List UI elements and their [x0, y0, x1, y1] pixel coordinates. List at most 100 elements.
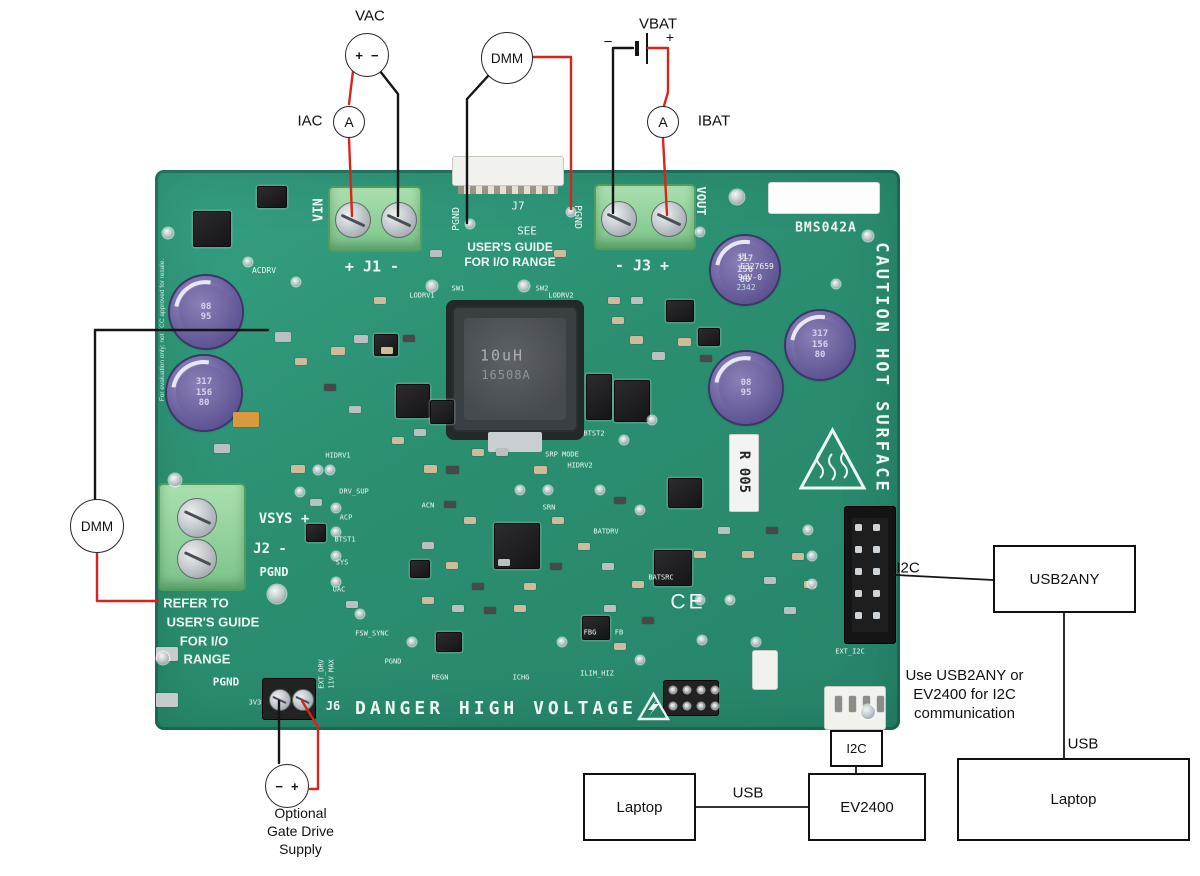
passive-component — [291, 465, 305, 473]
silkscreen-label: BATDRV — [593, 527, 619, 536]
passive-component — [275, 332, 291, 342]
test-point — [516, 486, 524, 494]
dmm-left-meter: DMM — [70, 499, 124, 553]
test-point — [698, 636, 706, 644]
passive-component — [677, 338, 691, 346]
ev2400-box: EV2400 — [808, 773, 926, 841]
gate-plus-sign: + — [291, 778, 299, 794]
silkscreen-label: SEE — [517, 224, 537, 238]
ic-chip — [698, 328, 720, 346]
test-point — [332, 552, 340, 560]
passive-component — [718, 526, 730, 534]
gate-drive-supply-source: − + — [265, 764, 309, 808]
capacitor-marking: 08 95 — [200, 301, 212, 322]
silkscreen-label: CE — [670, 590, 706, 614]
usb-right-label: USB — [1067, 735, 1099, 753]
iac-ammeter-letter: A — [344, 114, 354, 130]
gate-minus-sign: − — [275, 778, 283, 794]
note-line: Use USB2ANY or — [905, 667, 1024, 684]
passive-component — [422, 596, 434, 604]
ic-chip — [654, 550, 692, 586]
test-point — [752, 638, 760, 646]
silkscreen-label: FB — [614, 628, 624, 637]
silkscreen-label: SW2 — [535, 284, 549, 293]
passive-component — [346, 600, 358, 608]
silkscreen-label: 2342 — [736, 283, 756, 292]
test-point — [332, 528, 340, 536]
aux-connector — [752, 650, 778, 690]
test-point — [696, 228, 704, 236]
silkscreen-label: SW1 — [451, 284, 465, 293]
test-point — [636, 506, 644, 514]
ev2400-label: EV2400 — [840, 798, 894, 816]
passive-component — [792, 552, 804, 560]
passive-component — [392, 436, 404, 444]
silkscreen-label: SYS — [335, 558, 349, 567]
silkscreen-label: PGND — [572, 204, 583, 230]
gate-caption-line: Optional — [274, 805, 327, 821]
silkscreen-label: 11V MAX — [327, 659, 336, 689]
passive-component — [876, 696, 884, 712]
passive-component — [498, 558, 510, 566]
passive-component — [629, 336, 643, 344]
test-point — [157, 652, 169, 664]
test-point — [292, 278, 300, 286]
silkscreen-label: BMS042A — [795, 220, 857, 236]
passive-component — [514, 604, 526, 612]
test-point — [356, 610, 364, 618]
ic-chip — [396, 384, 430, 418]
silkscreen-label: PGND — [212, 675, 240, 689]
passive-component — [614, 496, 626, 504]
passive-component — [484, 606, 496, 614]
passive-component — [578, 542, 590, 550]
silkscreen-label: EXT_I2C — [835, 647, 865, 656]
ic-chip — [668, 478, 702, 508]
passive-component — [854, 611, 862, 619]
test-point — [169, 474, 181, 486]
j6-screw-left — [269, 689, 291, 711]
silkscreen-label: DANGER HIGH VOLTAGE — [355, 698, 637, 719]
silkscreen-label: USER'S GUIDE — [467, 240, 553, 254]
electrolytic-capacitor: 317 156 80 — [703, 228, 787, 312]
test-point — [808, 580, 816, 588]
i2c-line-label: I2C — [896, 559, 920, 577]
silkscreen-label: J2 - — [253, 541, 287, 557]
vac-minus-sign: − — [371, 47, 379, 63]
passive-component — [872, 523, 880, 531]
passive-component — [612, 316, 624, 324]
silkscreen-label: ICHG — [512, 673, 530, 682]
silkscreen-label: REGN — [431, 673, 449, 682]
passive-component — [423, 465, 437, 473]
passive-component — [445, 466, 459, 474]
passive-component — [233, 411, 259, 427]
passive-component — [604, 604, 616, 612]
passive-component — [872, 545, 880, 553]
passive-component — [642, 616, 654, 624]
passive-component — [464, 516, 476, 524]
laptop-right-label: Laptop — [1050, 791, 1097, 808]
test-point — [670, 687, 676, 693]
j1-screw-left — [335, 202, 371, 238]
shunt-resistor-r005 — [729, 434, 759, 512]
silkscreen-label: FOR I/O — [179, 633, 229, 649]
passive-component — [854, 523, 862, 531]
test-point — [567, 208, 575, 216]
passive-component — [854, 589, 862, 597]
silkscreen-label: E327659 — [740, 262, 774, 271]
electrolytic-capacitor: 317 156 80 — [778, 303, 862, 387]
passive-component — [742, 550, 754, 558]
test-point — [696, 596, 704, 604]
test-point — [244, 258, 252, 266]
test-point — [163, 228, 173, 238]
silkscreen-label: J6 — [325, 699, 341, 713]
test-point — [726, 596, 734, 604]
blank-label-sticker — [768, 182, 880, 214]
passive-component — [834, 696, 842, 712]
test-point — [808, 552, 816, 560]
ic-chip — [257, 186, 287, 208]
silkscreen-label: + J1 - — [344, 257, 400, 276]
wire-dmm-left-red — [95, 551, 160, 603]
passive-component — [349, 405, 361, 413]
passive-component — [444, 500, 456, 508]
test-point — [712, 687, 718, 693]
